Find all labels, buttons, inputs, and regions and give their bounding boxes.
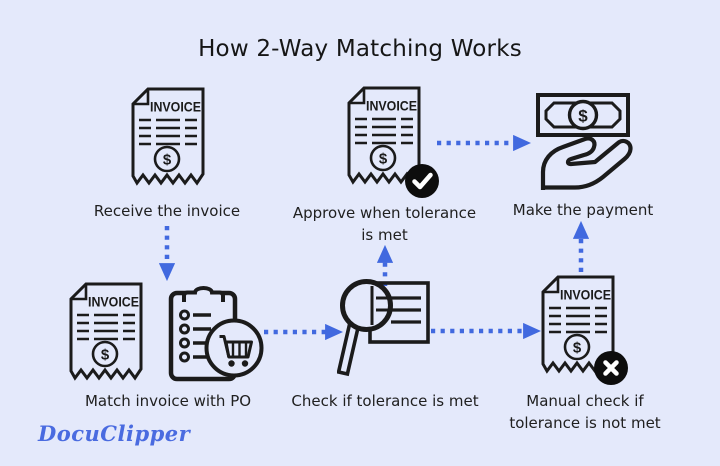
invoice-word: INVOICE <box>560 287 611 303</box>
dollar-sign: $ <box>379 151 388 168</box>
dollar-sign: $ <box>573 340 582 357</box>
invoice-match-icon: INVOICE $ <box>68 281 144 385</box>
label-approve: Approve when tolerance is met <box>292 204 477 244</box>
label-check: Check if tolerance is met <box>291 392 479 410</box>
docuclipper-logo: DocuClipper <box>38 421 191 446</box>
invoice-word: INVOICE <box>88 294 139 310</box>
dollar-sign: $ <box>163 152 172 169</box>
x-icon <box>594 351 628 385</box>
payment-hand-money-icon: $ <box>533 92 633 192</box>
purchase-order-clipboard-cart-icon <box>168 276 268 382</box>
invoice-manual-icon: INVOICE $ <box>540 274 628 385</box>
invoice-word: INVOICE <box>150 99 201 115</box>
page-title: How 2-Way Matching Works <box>198 36 522 62</box>
cart-icon <box>219 335 253 367</box>
label-receive: Receive the invoice <box>93 202 241 220</box>
invoice-approve-icon: INVOICE $ <box>346 85 439 198</box>
dollar-sign: $ <box>101 347 110 364</box>
invoice-word: INVOICE <box>366 98 417 114</box>
magnifier-document-icon <box>337 274 433 380</box>
label-match: Match invoice with PO <box>84 392 252 410</box>
label-pay: Make the payment <box>512 201 654 219</box>
invoice-receive-icon: INVOICE $ <box>130 86 206 190</box>
check-icon <box>405 164 439 198</box>
dollar-sign: $ <box>578 107 588 126</box>
x-badge <box>593 350 629 386</box>
check-badge <box>404 163 440 199</box>
label-manual: Manual check if tolerance is not met <box>509 392 661 432</box>
